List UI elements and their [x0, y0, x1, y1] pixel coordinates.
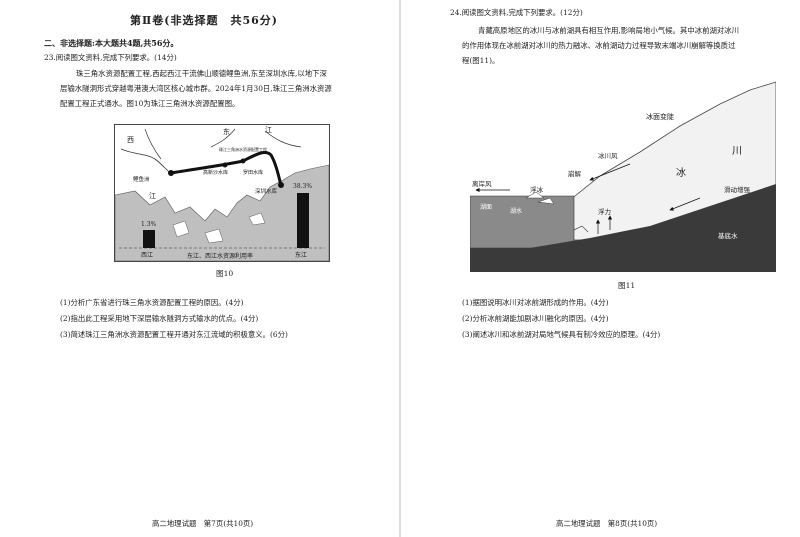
bar-xijiang-label: 西江	[141, 252, 154, 259]
q24-stem: 24.阅读图文资料,完成下列要求。(12分)	[450, 8, 583, 17]
liyuzhou-point	[168, 170, 174, 176]
figure-11-diagram: 冰面变陡 川 冰 冰川风 离岸风 崩解 浮冰 湖面 湖水 浮力 滑动增强 基底水	[470, 80, 776, 272]
label-collapse: 崩解	[568, 170, 581, 178]
q23-stem: 23.阅读图文资料,完成下列要求。(14分)	[44, 53, 177, 62]
label-liyuzhou: 鲤鱼洲	[133, 177, 150, 183]
island	[248, 212, 266, 226]
label-bing: 冰	[676, 168, 686, 179]
label-offshore-wind: 离岸风	[472, 180, 492, 188]
q24-para-line: 的作用体现在冰前湖对冰川的热力融冰、冰前湖动力过程导致末端冰川崩解等换质过	[462, 41, 736, 50]
xijiang-river	[120, 148, 174, 176]
slip-arrow	[669, 197, 701, 211]
bar-xijiang	[143, 230, 155, 248]
float-ice	[537, 197, 555, 205]
label-luotian: 罗田水库	[243, 170, 264, 176]
label-utilization: 东江、西江水资源利用率	[187, 253, 254, 260]
gaoxin-point	[222, 162, 228, 168]
route-line	[169, 151, 283, 187]
label-ice-cliff: 冰面变陡	[646, 113, 674, 121]
left-page: 第Ⅱ卷(非选择题 共56分) 二、非选择题:本大题共4题,共56分。 23.阅读…	[44, 14, 332, 108]
q23-para-line: 配置工程正式通水。图10为珠江三角洲水资源配置图。	[60, 99, 240, 108]
q24-question-2: (2)分析冰前湖能加剧冰川融化的原因。(4分)	[462, 314, 609, 323]
label-jiang-top: 江	[265, 126, 272, 134]
label-slip: 滑动增强	[724, 186, 750, 194]
part-heading: 二、非选择题:本大题共4题,共56分。	[44, 38, 179, 48]
label-dong: 东	[223, 128, 230, 136]
label-route: 珠江三角洲水资源配置工程	[219, 147, 267, 152]
label-gaoxin: 高新沙水库	[203, 170, 229, 176]
left-footer: 高二地理试题 第7页(共10页)	[152, 519, 254, 528]
q23-question-2: (2)指出此工程采用地下深层输水隧洞方式输水的优点。(4分)	[60, 314, 259, 323]
q24-question-1: (1)据图说明冰川对冰前湖形成的作用。(4分)	[462, 298, 609, 307]
q24-para-line: 青藏高原地区的冰川与冰前湖具有相互作用,影响局地小气候。其中冰前湖对冰川	[478, 26, 740, 35]
luotian-point	[240, 158, 246, 164]
bar-dongjiang	[297, 193, 309, 248]
label-float-ice: 浮冰	[530, 186, 543, 194]
section-title: 第Ⅱ卷(非选择题 共56分)	[130, 14, 278, 27]
shenzhen-point	[278, 182, 284, 188]
label-chuan: 川	[732, 146, 742, 157]
page-gutter	[399, 0, 401, 537]
q24-question-3: (3)阐述冰川和冰前湖对局地气候具有制冷效应的原理。(4分)	[462, 330, 661, 339]
river-branch	[144, 128, 162, 160]
q23-question-1: (1)分析广东省进行珠三角水资源配置工程的原因。(4分)	[60, 298, 244, 307]
bar-dongjiang-label: 东江	[295, 252, 308, 259]
figure-10-map: 西 东 江 江 鲤鱼洲 高新沙水库 珠江三角洲水资源配置工程 罗田水库 深圳水库…	[114, 124, 330, 262]
q24-para-line: 程(图11)。	[462, 56, 500, 65]
label-xi: 西	[127, 136, 134, 144]
river-branch	[264, 130, 302, 148]
bedrock	[470, 184, 776, 272]
q23-para-line: 层输水隧洞形式穿越粤港澳大湾区核心城市群。2024年1月30日,珠江三角洲水资源	[60, 84, 332, 93]
island	[204, 228, 224, 244]
figure-11-caption: 图11	[618, 281, 636, 290]
float-ice	[525, 191, 545, 199]
label-shenzhen: 深圳水库	[255, 189, 278, 195]
bar-xijiang-value: 1.3%	[141, 221, 157, 228]
q23-para-line: 珠三角水资源配置工程,西起西江干流佛山顺德鲤鱼洲,东至深圳水库,以地下深	[76, 69, 327, 78]
label-buoyancy: 浮力	[598, 208, 611, 216]
label-bed-water: 基底水	[718, 232, 738, 240]
label-lake-water: 湖水	[510, 208, 523, 215]
sea-area	[115, 164, 329, 261]
label-jiang-left: 江	[149, 192, 156, 200]
dongjiang-river	[210, 128, 236, 148]
figure-10-caption: 图10	[216, 269, 234, 278]
label-glacier-wind: 冰川风	[598, 152, 618, 160]
q23-question-3: (3)简述珠江三角洲水资源配置工程开通对东江流域的积极意义。(6分)	[60, 330, 288, 339]
right-footer: 高二地理试题 第8页(共10页)	[556, 519, 658, 528]
glacier-wind-arrow	[589, 163, 631, 181]
island	[172, 220, 190, 238]
label-lake-surface: 湖面	[480, 204, 493, 211]
bar-dongjiang-value: 38.3%	[293, 183, 313, 190]
